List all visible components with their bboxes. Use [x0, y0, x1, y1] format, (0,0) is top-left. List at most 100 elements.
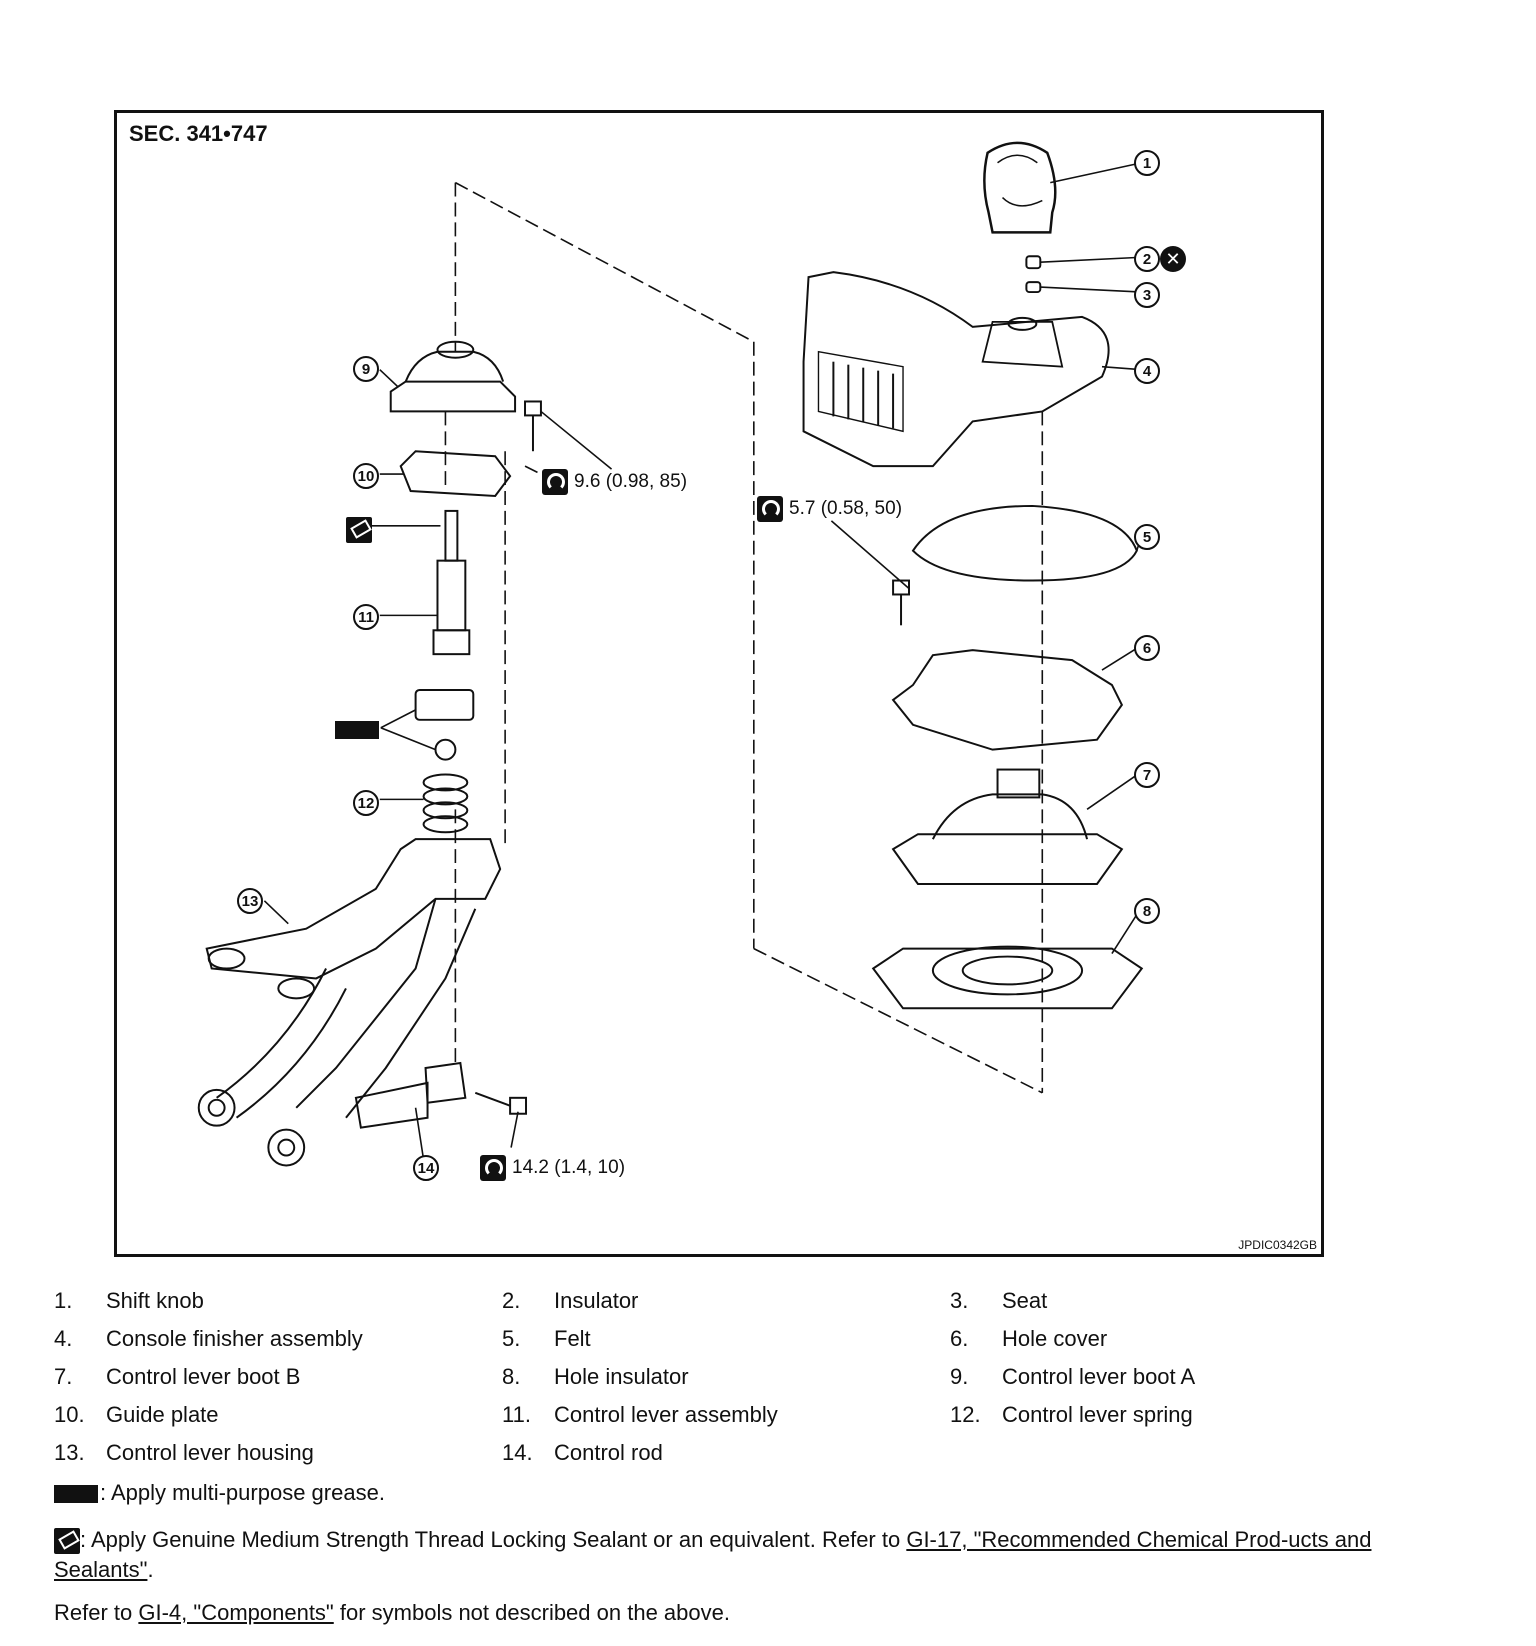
legend-item: 10. Guide plate: [54, 1400, 502, 1430]
torque-wrench-icon: [542, 469, 568, 495]
control-rod-drawing: [354, 1061, 528, 1129]
legend-item: 13. Control lever housing: [54, 1438, 502, 1468]
legend-item: 1. Shift knob: [54, 1286, 502, 1316]
torque-wrench-icon: [480, 1155, 506, 1181]
legend-number: 5.: [502, 1326, 521, 1351]
legend-item: 14. Control rod: [502, 1438, 950, 1468]
callout-11: 11: [353, 604, 379, 630]
control-lever-boot-a-drawing: [389, 340, 517, 413]
legend-item: 6. Hole cover: [950, 1324, 1398, 1354]
torque-spec-1: 9.6 (0.98, 85): [542, 469, 687, 495]
hole-insulator-drawing: [871, 945, 1144, 1010]
felt-drawing: [911, 504, 1138, 582]
section-title: SEC. 341•747: [129, 121, 268, 146]
legend-label: Console finisher assembly: [106, 1326, 363, 1351]
callout-8: 8: [1134, 898, 1160, 924]
legend-number: 7.: [54, 1364, 73, 1389]
legend-label: Guide plate: [106, 1402, 219, 1427]
legend-item: 11. Control lever assembly: [502, 1400, 950, 1430]
torque-value-1: 9.6 (0.98, 85): [574, 471, 688, 492]
legend-label: Control lever spring: [1002, 1402, 1193, 1427]
callout-1: 1: [1134, 150, 1160, 176]
dashed-guides: [444, 181, 1044, 1094]
legend-number: 10.: [54, 1402, 85, 1427]
insulator-drawing: [1025, 255, 1042, 270]
control-lever-housing-drawing: [197, 838, 502, 1167]
exploded-diagram: SEC. 341•747 JPDIC0342GB 9.6 (0.98, 85) …: [114, 110, 1324, 1257]
console-finisher-drawing: [802, 271, 1110, 468]
legend-number: 14.: [502, 1440, 533, 1465]
legend-number: 2.: [502, 1288, 521, 1313]
legend-number: 11.: [502, 1402, 531, 1427]
legend-label: Hole insulator: [554, 1364, 689, 1389]
grease-icon: [335, 721, 379, 739]
legend-number: 3.: [950, 1288, 969, 1313]
legend-item: 7. Control lever boot B: [54, 1362, 502, 1392]
shift-knob-drawing: [983, 141, 1057, 234]
figure-code: JPDIC0342GB: [1238, 1238, 1317, 1252]
control-lever-boot-b-drawing: [891, 768, 1124, 885]
legend-item: 2. Insulator: [502, 1286, 950, 1316]
legend-item: 5. Felt: [502, 1324, 950, 1354]
control-lever-assembly-drawing: [414, 509, 475, 761]
sealant-note-text: : Apply Genuine Medium Strength Thread L…: [80, 1527, 907, 1552]
not-reusable-icon: ✕: [1160, 246, 1186, 272]
legend-number: 6.: [950, 1326, 969, 1351]
legend-label: Control lever assembly: [554, 1402, 778, 1427]
legend-label: Control lever boot B: [106, 1364, 301, 1389]
sealant-symbol: [346, 517, 372, 543]
refer-note-suffix: for symbols not described on the above.: [333, 1600, 730, 1625]
legend-number: 9.: [950, 1364, 969, 1389]
legend-label: Felt: [554, 1326, 591, 1351]
legend-label: Seat: [1002, 1288, 1048, 1313]
grease-symbol: [335, 721, 381, 739]
grease-icon: [54, 1485, 98, 1504]
legend-item: 3. Seat: [950, 1286, 1398, 1316]
callout-6: 6: [1134, 635, 1160, 661]
grease-note-text: : Apply multi-purpose grease.: [100, 1480, 385, 1505]
legend-label: Hole cover: [1002, 1326, 1108, 1351]
legend-number: 13.: [54, 1440, 85, 1465]
torque-value-2: 5.7 (0.58, 50): [789, 498, 903, 519]
callout-14: 14: [413, 1155, 439, 1181]
callout-5: 5: [1134, 524, 1160, 550]
torque-spec-3: 14.2 (1.4, 10): [480, 1155, 625, 1181]
legend-item: 9. Control lever boot A: [950, 1362, 1398, 1392]
torque-wrench-icon: [757, 496, 783, 522]
guide-plate-drawing: [399, 450, 512, 498]
diagram-drawing: [197, 141, 1144, 1167]
legend-label: Control lever housing: [106, 1440, 314, 1465]
gi-4-link[interactable]: GI-4, "Components": [138, 1600, 334, 1625]
gi-17-link[interactable]: GI-17, "Recommended Chemical Prod-ucts a…: [54, 1527, 1372, 1582]
callout-13: 13: [237, 888, 263, 914]
callout-12: 12: [353, 790, 379, 816]
sealant-note-suffix: .: [147, 1557, 154, 1582]
sealant-note: : Apply Genuine Medium Strength Thread L…: [54, 1525, 1404, 1585]
legend-label: Control lever boot A: [1002, 1364, 1196, 1389]
legend-number: 8.: [502, 1364, 521, 1389]
legend-label: Insulator: [554, 1288, 639, 1313]
sealant-icon: [54, 1528, 80, 1555]
seat-drawing: [1025, 281, 1042, 294]
bolt-drawing: [524, 400, 542, 452]
refer-note-prefix: Refer to: [54, 1600, 139, 1625]
legend-number: 4.: [54, 1326, 73, 1351]
hole-cover-drawing: [891, 649, 1124, 751]
parts-legend: 1. Shift knob 2. Insulator 3. Seat 4. Console f…: [54, 1286, 1404, 1468]
refer-note: Refer to GI-4, "Components" for symbols …: [54, 1598, 730, 1628]
legend-label: Control rod: [554, 1440, 663, 1465]
legend-item: 4. Console finisher assembly: [54, 1324, 502, 1354]
leader-lines: [263, 161, 1143, 1160]
callout-2: 2: [1134, 246, 1160, 272]
sealant-icon: [346, 517, 372, 543]
control-lever-spring-drawing: [422, 773, 469, 834]
callout-3: 3: [1134, 282, 1160, 308]
torque-spec-2: 5.7 (0.58, 50): [757, 496, 902, 522]
legend-label: Shift knob: [106, 1288, 204, 1313]
legend-item: 8. Hole insulator: [502, 1362, 950, 1392]
torque-value-3: 14.2 (1.4, 10): [512, 1157, 626, 1178]
legend-number: 1.: [54, 1288, 73, 1313]
grease-note: : Apply multi-purpose grease.: [54, 1478, 385, 1508]
callout-9: 9: [353, 356, 379, 382]
legend-number: 12.: [950, 1402, 981, 1427]
